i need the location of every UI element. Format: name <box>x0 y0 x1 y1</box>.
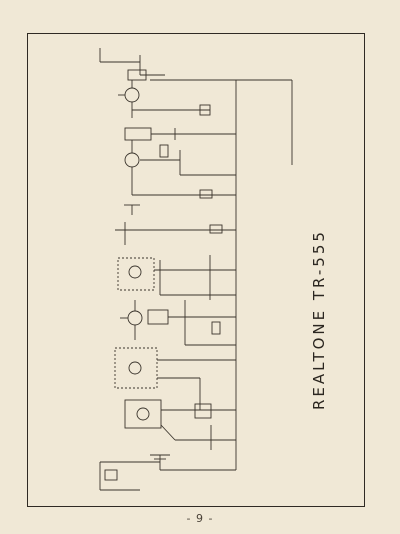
speaker <box>104 469 118 481</box>
transistor-2 <box>124 152 140 168</box>
oscillator-coil <box>127 69 147 81</box>
transistor-1 <box>124 87 140 103</box>
resistor-1 <box>199 104 211 116</box>
schematic-border <box>27 33 365 507</box>
transistor-6 <box>136 407 150 421</box>
model-title: REALTONE TR-555 <box>310 229 328 410</box>
output-transformer <box>194 403 212 419</box>
output-transformer-box <box>114 347 158 389</box>
page-number: - 9 - <box>186 512 214 525</box>
if-transformer-1 <box>124 127 152 141</box>
push-pull-stage <box>124 399 162 429</box>
capacitor-1 <box>159 144 169 158</box>
transistor-3 <box>128 265 142 279</box>
transistor-4 <box>127 310 143 326</box>
resistor-3 <box>209 224 223 234</box>
if-transformer-2 <box>117 257 155 291</box>
capacitor-2 <box>211 321 221 335</box>
driver-transformer <box>147 309 169 325</box>
transistor-5 <box>128 361 142 375</box>
resistor-2 <box>199 189 213 199</box>
